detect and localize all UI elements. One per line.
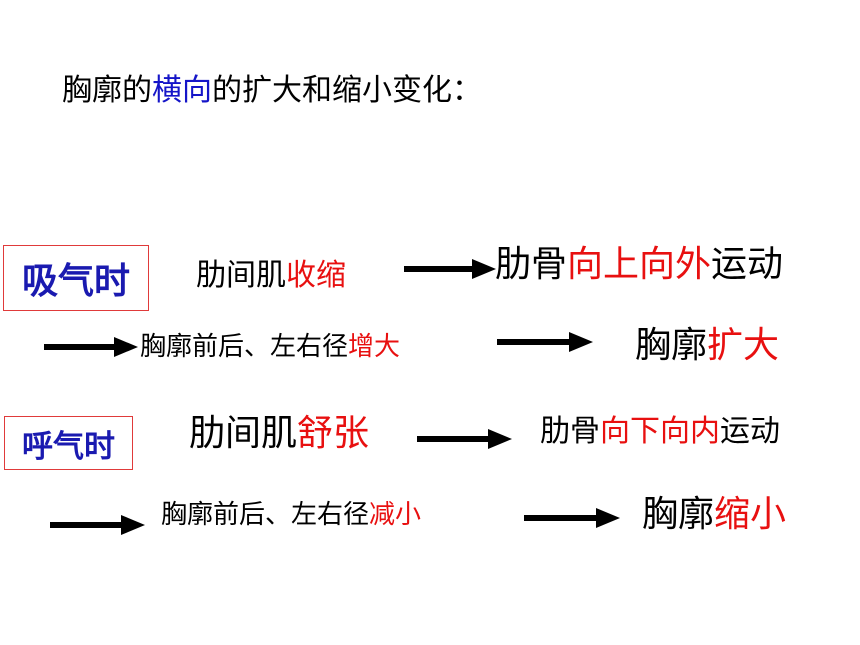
exhale-rib-suffix: 运动 (720, 414, 780, 449)
inhale-diameter-prefix: 胸廓前后、左右径 (140, 332, 349, 362)
exhale-chest-text: 胸廓缩小 (642, 497, 786, 533)
exhale-rib-prefix: 肋骨 (540, 414, 600, 449)
arrow-right-icon (524, 508, 620, 528)
exhale-chest-change: 缩小 (714, 494, 787, 535)
exhale-muscle-state: 舒张 (297, 413, 370, 454)
exhale-label: 呼气时 (22, 428, 115, 465)
inhale-rib-text: 肋骨向上向外运动 (495, 247, 783, 283)
inhale-label: 吸气时 (21, 261, 130, 302)
title-prefix: 胸廓的 (62, 73, 152, 108)
arrow-right-icon (50, 515, 145, 535)
arrow-right-icon (497, 332, 593, 352)
arrow-right-icon (417, 429, 512, 449)
inhale-muscle-prefix: 肋间肌 (196, 258, 286, 293)
arrow-right-icon (44, 337, 138, 357)
inhale-chest-prefix: 胸廓 (635, 325, 708, 366)
page-title: 胸廓的横向的扩大和缩小变化： (62, 76, 482, 106)
inhale-label-box: 吸气时 (3, 245, 149, 311)
inhale-rib-direction: 向上向外 (567, 244, 712, 285)
arrow-right-icon (404, 259, 496, 279)
inhale-muscle-state: 收缩 (286, 258, 346, 293)
title-suffix: 的扩大和缩小变化： (212, 73, 482, 108)
title-highlight: 横向 (152, 73, 212, 108)
exhale-muscle-text: 肋间肌舒张 (189, 416, 369, 452)
inhale-diameter-text: 胸廓前后、左右径增大 (140, 334, 400, 360)
inhale-muscle-text: 肋间肌收缩 (196, 261, 346, 291)
exhale-diameter-text: 胸廓前后、左右径减小 (161, 502, 421, 528)
inhale-diameter-change: 增大 (348, 332, 401, 362)
exhale-rib-direction: 向下向内 (600, 414, 720, 449)
exhale-diameter-change: 减小 (369, 500, 422, 530)
exhale-label-box: 呼气时 (4, 416, 133, 470)
exhale-muscle-prefix: 肋间肌 (189, 413, 298, 454)
inhale-rib-suffix: 运动 (711, 244, 784, 285)
exhale-chest-prefix: 胸廓 (642, 494, 715, 535)
exhale-rib-text: 肋骨向下向内运动 (540, 417, 780, 447)
inhale-rib-prefix: 肋骨 (495, 244, 568, 285)
inhale-chest-text: 胸廓扩大 (635, 328, 779, 364)
inhale-chest-change: 扩大 (707, 325, 780, 366)
exhale-diameter-prefix: 胸廓前后、左右径 (161, 500, 370, 530)
